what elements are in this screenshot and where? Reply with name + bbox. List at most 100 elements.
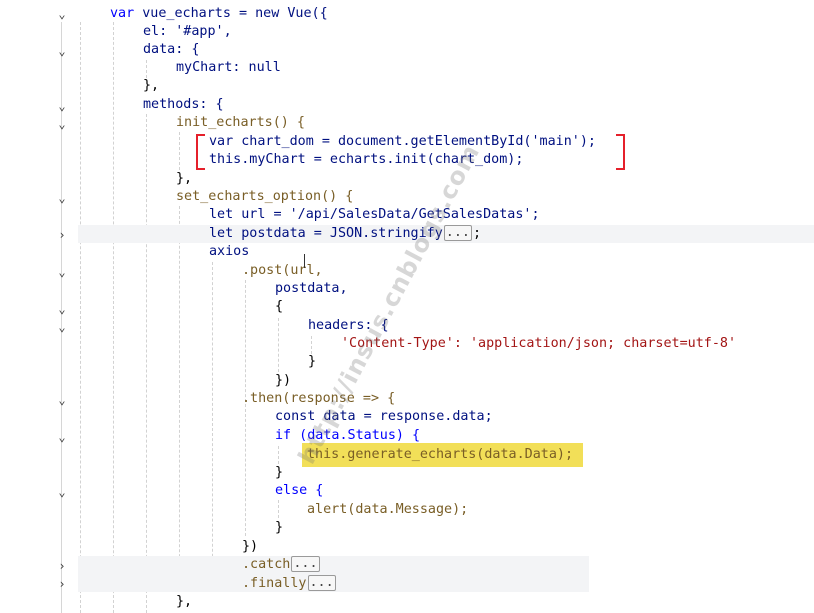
- text-cursor: [304, 254, 305, 268]
- chevron-down-icon[interactable]: ⌄: [58, 320, 66, 334]
- collapsed-region-marker[interactable]: ...: [307, 575, 336, 591]
- chevron-down-icon[interactable]: ⌄: [58, 393, 66, 407]
- code-text: ;: [472, 226, 482, 241]
- code-line: el: '#app',: [143, 23, 232, 41]
- code-line: let postdata = JSON.stringify...;: [209, 225, 481, 243]
- code-text: el: '#app',: [143, 24, 232, 39]
- code-text: headers: {: [308, 318, 389, 333]
- code-line: init_echarts() {: [176, 114, 305, 132]
- code-text: .post(url,: [242, 263, 323, 278]
- code-line: else {: [275, 482, 323, 500]
- code-line: },: [143, 77, 159, 95]
- code-line: }): [275, 372, 291, 390]
- code-line: .then(response => {: [242, 390, 395, 408]
- chevron-right-icon[interactable]: ›: [58, 559, 66, 573]
- code-text: 'Content-Type': 'application/json; chars…: [341, 336, 737, 351]
- code-line: const data = response.data;: [275, 408, 493, 426]
- code-area[interactable]: var vue_echarts = new Vue({ el: '#app', …: [78, 0, 814, 613]
- code-line: },: [176, 170, 192, 188]
- code-line: var chart_dom = document.getElementById(…: [209, 133, 596, 151]
- chevron-down-icon[interactable]: ⌄: [58, 44, 66, 58]
- code-line: },: [176, 593, 192, 611]
- indent-guide: [278, 500, 279, 518]
- code-text: init_echarts() {: [176, 115, 305, 130]
- code-text: let postdata = JSON.stringify: [209, 226, 443, 241]
- chevron-down-icon[interactable]: ⌄: [58, 302, 66, 316]
- code-text: .then(response => {: [242, 391, 396, 406]
- code-text: }: [275, 520, 284, 535]
- code-text: set_echarts_option() {: [176, 189, 354, 204]
- chevron-down-icon[interactable]: ⌄: [58, 191, 66, 205]
- code-text: data: {: [143, 42, 200, 57]
- code-text: },: [143, 78, 160, 93]
- code-line: }): [242, 538, 258, 556]
- chevron-down-icon[interactable]: ⌄: [58, 117, 66, 131]
- code-text: }: [308, 354, 317, 369]
- code-text: if (data.Status) {: [275, 428, 421, 443]
- code-line: }: [275, 519, 283, 537]
- gutter-line: [61, 22, 62, 613]
- code-line: .post(url,: [242, 262, 323, 280]
- collapsed-region-highlight: [78, 556, 589, 574]
- code-line: .finally...: [242, 575, 337, 593]
- code-line: }: [308, 353, 316, 371]
- code-text: }: [275, 465, 284, 480]
- code-text: this.generate_echarts(data.Data);: [307, 447, 574, 462]
- code-text: {: [275, 299, 284, 314]
- code-line: {: [275, 298, 283, 316]
- code-text: let url = '/api/SalesData/GetSalesDatas'…: [209, 207, 540, 222]
- code-text: .finally: [242, 576, 307, 591]
- code-line: axios: [209, 243, 249, 261]
- code-line: postdata,: [275, 280, 348, 298]
- code-text: }): [275, 373, 292, 388]
- code-text: postdata,: [275, 281, 348, 296]
- code-line: data: {: [143, 41, 199, 59]
- code-highlight: [302, 443, 583, 467]
- code-text: },: [176, 594, 193, 609]
- code-line: headers: {: [308, 317, 389, 335]
- code-line: this.myChart = echarts.init(chart_dom);: [209, 151, 523, 169]
- indent-guide: [212, 262, 213, 592]
- code-text: myChart: null: [176, 60, 281, 75]
- chevron-down-icon[interactable]: ⌄: [58, 430, 66, 444]
- indent-guide: [179, 206, 180, 592]
- code-line: set_echarts_option() {: [176, 188, 353, 206]
- chevron-down-icon[interactable]: ⌄: [58, 99, 66, 113]
- code-line: let url = '/api/SalesData/GetSalesDatas'…: [209, 206, 540, 224]
- indent-guide: [278, 446, 279, 464]
- code-line: if (data.Status) {: [275, 427, 420, 445]
- annotation-bracket: [196, 134, 625, 170]
- code-text: this.myChart = echarts.init(chart_dom);: [209, 152, 524, 167]
- code-text: },: [176, 171, 193, 186]
- code-text: alert(data.Message);: [307, 502, 469, 517]
- indent-guide: [311, 336, 312, 354]
- collapsed-region-marker[interactable]: ...: [291, 556, 320, 572]
- indent-guide: [179, 132, 180, 170]
- indent-guide: [245, 280, 246, 536]
- code-line: this.generate_echarts(data.Data);: [307, 446, 573, 464]
- indent-guide: [80, 22, 81, 613]
- code-text: axios: [209, 244, 250, 259]
- code-line: 'Content-Type': 'application/json; chars…: [341, 335, 736, 353]
- code-line: methods: {: [143, 96, 224, 114]
- fold-gutter: ⌄ ⌄ ⌄ ⌄ ⌄ › ⌄ ⌄ ⌄ ⌄ ⌄ ⌄ › ›: [0, 0, 78, 613]
- code-line: .catch...: [242, 556, 321, 574]
- code-text: methods: {: [143, 97, 224, 112]
- code-text: var chart_dom = document.getElementById(…: [209, 134, 596, 149]
- chevron-down-icon[interactable]: ⌄: [58, 485, 66, 499]
- chevron-right-icon[interactable]: ›: [58, 228, 66, 242]
- code-text: .catch: [242, 557, 291, 572]
- collapsed-region-marker[interactable]: ...: [443, 225, 472, 241]
- chevron-down-icon[interactable]: ⌄: [58, 265, 66, 279]
- indent-guide: [113, 22, 114, 613]
- indent-guide: [146, 114, 147, 613]
- code-text: vue_echarts = new Vue({: [142, 6, 328, 21]
- code-text: }): [242, 539, 259, 554]
- chevron-right-icon[interactable]: ›: [58, 577, 66, 591]
- code-line: alert(data.Message);: [307, 501, 468, 519]
- indent-guide: [278, 318, 279, 372]
- code-text: else {: [275, 483, 324, 498]
- code-line: myChart: null: [176, 59, 281, 77]
- chevron-down-icon[interactable]: ⌄: [58, 7, 66, 21]
